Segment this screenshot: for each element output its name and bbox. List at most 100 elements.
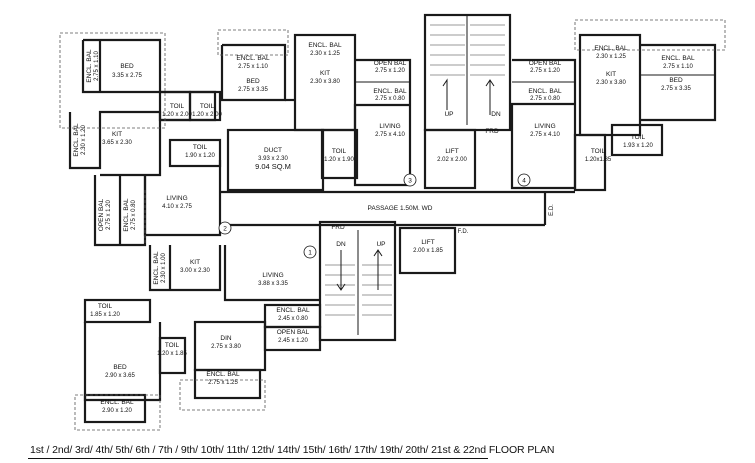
room-name: TOIL bbox=[98, 303, 113, 310]
room-name: OPEN BAL bbox=[529, 60, 562, 67]
room-dim: 2.75 x 3.35 bbox=[238, 87, 268, 93]
room-name: ENCL. BAL bbox=[236, 55, 270, 62]
stair-up-label-mid: UP bbox=[376, 241, 385, 248]
room-name: BED bbox=[120, 63, 134, 70]
room-dim: 3.88 x 3.35 bbox=[258, 281, 288, 287]
room-name: ENCL. BAL bbox=[206, 371, 240, 378]
duct-area: 9.04 SQ.M bbox=[255, 162, 291, 171]
room-name: LIFT bbox=[421, 239, 434, 246]
unit-marker-1 bbox=[303, 245, 317, 259]
room-name: LIVING bbox=[534, 123, 555, 130]
room-dim: 2.30 x 1.25 bbox=[310, 51, 340, 57]
room-name: KIT bbox=[320, 70, 330, 77]
room-name: BED bbox=[246, 78, 260, 85]
room-dim: 3.35 x 2.75 bbox=[112, 73, 142, 79]
room-name: ENCL. BAL bbox=[308, 42, 342, 49]
room-dim: 2.75 x 3.35 bbox=[661, 86, 691, 92]
room-dim: 4.10 x 2.75 bbox=[162, 204, 192, 210]
room-name: LIFT bbox=[445, 148, 458, 155]
room-dim: 2.75 x 1.20 bbox=[530, 68, 560, 74]
room-dim: 2.30 x 1.25 bbox=[596, 54, 626, 60]
unit-marker-1-label: 1 bbox=[308, 250, 312, 257]
room-name: TOIL bbox=[193, 144, 208, 151]
room-name: TOIL bbox=[170, 103, 185, 110]
room-name: LIVING bbox=[166, 195, 187, 202]
room-name: ENCL. BAL bbox=[594, 45, 628, 52]
stair-up-label: UP bbox=[444, 111, 453, 118]
room-dim: 1.20x1.85 bbox=[585, 157, 612, 163]
walls bbox=[68, 13, 717, 424]
unit-markers: 1 2 3 4 bbox=[218, 173, 531, 259]
room-name: ENCL. BAL bbox=[373, 88, 407, 95]
room-name: ENCL. BAL bbox=[276, 307, 310, 314]
room-name: BED bbox=[669, 77, 683, 84]
room-name: LIVING bbox=[379, 123, 400, 130]
room-dim: 2.75 x 1.20 bbox=[375, 68, 405, 74]
frd-label-mid: FRD bbox=[331, 224, 345, 231]
room-name: TOIL bbox=[200, 103, 215, 110]
room-name: BED bbox=[113, 364, 127, 371]
room-dim: 2.30 x 1.20 bbox=[81, 124, 87, 154]
frd-label-top: FRD bbox=[485, 128, 499, 135]
room-dim: 2.90 x 3.65 bbox=[105, 373, 135, 379]
room-dim: 2.75 x 1.10 bbox=[94, 50, 100, 80]
room-dim: 2.75 x 4.10 bbox=[530, 132, 560, 138]
room-name: TOIL bbox=[332, 148, 347, 155]
room-dim: 2.90 x 1.20 bbox=[102, 408, 132, 414]
room-name: ENCL. BAL bbox=[528, 88, 562, 95]
room-name: ENCL. BAL bbox=[661, 55, 695, 62]
room-name: KIT bbox=[112, 131, 122, 138]
misc-labels: FRD FRD UP DN DN UP E.D. F.D. bbox=[331, 111, 555, 248]
room-dim: 2.75 x 1.20 bbox=[106, 199, 112, 229]
room-labels: ENCL. BAL 2.75 x 1.10 BED 3.35 x 2.75 TO… bbox=[73, 42, 695, 414]
room-dim: 2.30 x 3.80 bbox=[596, 80, 626, 86]
room-dim: 2.75 x 1.10 bbox=[663, 64, 693, 70]
unit-marker-4-label: 4 bbox=[522, 178, 526, 185]
room-dim: 1.20 x 2.00 bbox=[162, 112, 192, 118]
room-name: ENCL. BAL bbox=[100, 399, 134, 406]
room-name: KIT bbox=[606, 71, 616, 78]
room-name: TOIL bbox=[591, 148, 606, 155]
unit-marker-3 bbox=[403, 173, 417, 187]
room-name: ENCL. BAL bbox=[123, 198, 130, 232]
room-dim: 3.65 x 2.30 bbox=[102, 140, 132, 146]
unit-marker-4 bbox=[517, 173, 531, 187]
room-dim: 3.93 x 2.30 bbox=[258, 156, 288, 162]
room-dim: 2.45 x 0.80 bbox=[278, 316, 308, 322]
floor-plan-caption: 1st / 2nd/ 3rd/ 4th/ 5th/ 6th / 7th / 9t… bbox=[30, 444, 555, 456]
room-dim: 2.00 x 1.85 bbox=[413, 248, 443, 254]
room-name: LIVING bbox=[262, 272, 283, 279]
room-dim: 2.75 x 1.25 bbox=[208, 380, 238, 386]
room-dim: 2.75 x 0.80 bbox=[375, 96, 405, 102]
balcony-outlines bbox=[59, 19, 726, 431]
room-name: DUCT bbox=[264, 147, 282, 154]
room-dim: 1.85 x 1.20 bbox=[90, 312, 120, 318]
room-dim: 2.75 x 4.10 bbox=[375, 132, 405, 138]
room-name: OPEN BAL bbox=[98, 198, 105, 231]
room-name: ENCL. BAL bbox=[86, 49, 93, 83]
room-dim: 2.75 x 1.10 bbox=[238, 64, 268, 70]
room-dim: 3.00 x 2.30 bbox=[180, 268, 210, 274]
passage-label: PASSAGE 1.50M. WD bbox=[368, 205, 433, 212]
unit-marker-2-label: 2 bbox=[223, 226, 227, 233]
room-name: OPEN BAL bbox=[277, 329, 310, 336]
ed-label: E.D. bbox=[549, 204, 555, 216]
stair-dn-label: DN bbox=[491, 111, 501, 118]
room-dim: 1.20 x 2.00 bbox=[192, 112, 222, 118]
unit-marker-3-label: 3 bbox=[408, 178, 412, 185]
unit-marker-2 bbox=[218, 221, 232, 235]
room-dim: 2.75 x 3.80 bbox=[211, 344, 241, 350]
room-dim: 2.75 x 0.80 bbox=[131, 199, 137, 229]
room-dim: 2.30 x 3.80 bbox=[310, 79, 340, 85]
room-dim: 2.75 x 0.80 bbox=[530, 96, 560, 102]
room-dim: 1.20 x 1.90 bbox=[324, 157, 354, 163]
room-name: KIT bbox=[190, 259, 200, 266]
room-dim: 2.45 x 1.20 bbox=[278, 338, 308, 344]
room-dim: 1.20 x 1.85 bbox=[157, 351, 187, 357]
room-name: DIN bbox=[220, 335, 232, 342]
room-dim: 1.90 x 1.20 bbox=[185, 153, 215, 159]
room-dim: 1.93 x 1.20 bbox=[623, 143, 653, 149]
room-name: OPEN BAL bbox=[374, 60, 407, 67]
stair-dn-label-mid: DN bbox=[336, 241, 346, 248]
